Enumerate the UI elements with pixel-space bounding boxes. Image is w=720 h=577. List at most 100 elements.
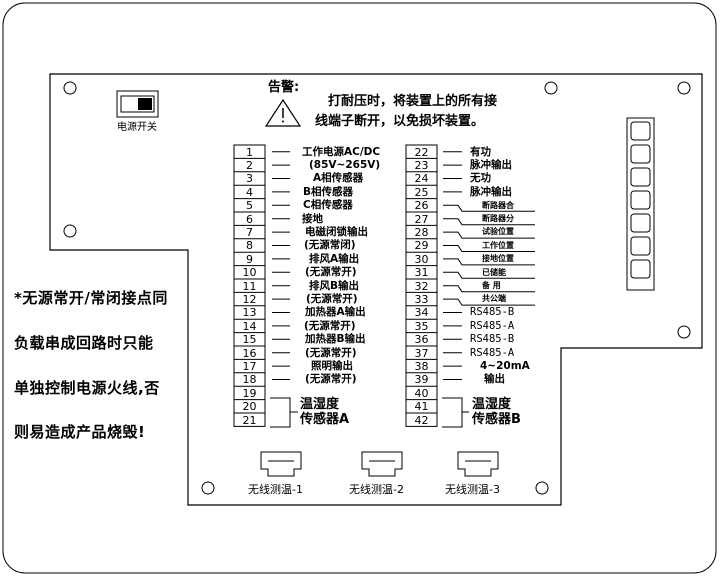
terminal-label: (无源常开) (305, 346, 357, 359)
terminal-label: 试验位置 (482, 227, 514, 237)
wireless-connector-icon (260, 451, 302, 477)
terminal-number: 9 (246, 252, 253, 266)
terminal-number: 19 (242, 386, 257, 400)
right-terminal-block (405, 144, 438, 427)
terminal-number: 39 (414, 373, 429, 387)
sensor-group-label: 温湿度 (300, 397, 340, 412)
terminal-label: (无源常开) (305, 266, 357, 279)
terminal-number: 25 (414, 185, 429, 199)
sensor-group-label: 传感器A (300, 412, 350, 427)
terminal-number: 32 (414, 279, 429, 293)
terminal-block-frame (233, 144, 266, 427)
mounting-hole (63, 81, 77, 95)
terminal-label: 排风B输出 (309, 279, 360, 292)
terminal-number: 21 (242, 413, 257, 427)
sensor-braces (270, 397, 469, 428)
terminal-number: 18 (242, 373, 257, 387)
terminal-label: 断路器合 (482, 200, 514, 210)
terminal-number: 13 (242, 306, 257, 320)
leader-lines (272, 151, 462, 380)
terminal-number: 23 (414, 158, 429, 172)
side-note-line: 则易造成产品烧毁! (14, 423, 146, 441)
mounting-hole (677, 81, 691, 95)
terminal-number: 12 (242, 292, 257, 306)
power-switch-label: 电源开关 (117, 122, 157, 133)
terminal-label: 已储能 (482, 267, 506, 277)
terminal-label: 脉冲输出 (470, 185, 512, 198)
side-connector (626, 117, 655, 291)
terminal-label: RS485-B (470, 306, 515, 319)
signal-bracket (443, 231, 535, 239)
terminal-number: 8 (246, 239, 253, 253)
terminal-label: RS485-A (470, 346, 515, 359)
signal-bracket (443, 204, 535, 212)
terminal-number: 20 (242, 400, 257, 414)
mounting-hole (535, 481, 549, 495)
terminal-number: 22 (414, 145, 429, 159)
signal-bracket (443, 285, 535, 293)
terminal-number: 38 (414, 359, 429, 373)
warning-line-1: 打耐压时，将装置上的所有接 (328, 94, 498, 109)
terminal-number: 6 (246, 212, 253, 226)
warning-triangle-icon (264, 98, 302, 127)
wireless-label: 无线测温-1 (248, 483, 303, 496)
side-note-line: *无源常开/常闭接点同 (14, 289, 168, 307)
sensor-group-label: 温湿度 (472, 397, 512, 412)
terminal-label: 输出 (484, 373, 505, 386)
terminal-number: 35 (414, 319, 429, 333)
terminal-number: 4 (246, 185, 253, 199)
terminal-number: 10 (242, 266, 257, 280)
terminal-number: 26 (414, 199, 429, 213)
terminal-number: 15 (242, 333, 257, 347)
mounting-hole (63, 224, 77, 238)
terminal-number: 24 (414, 172, 429, 186)
wireless-label: 无线测温-2 (349, 483, 404, 496)
wireless-connector-icon (361, 451, 403, 477)
terminal-number: 29 (414, 239, 429, 253)
terminal-label: (无源常开) (304, 319, 356, 332)
signal-bracket (443, 298, 535, 306)
terminal-block-frame (405, 144, 438, 427)
terminal-label: 有功 (470, 145, 491, 158)
power-switch-icon (116, 90, 159, 118)
left-terminal-block (233, 144, 266, 427)
terminal-label: (无源常闭) (304, 239, 356, 252)
terminal-number: 7 (246, 225, 253, 239)
terminal-label: 工作电源AC/DC (302, 145, 381, 158)
terminal-label: (85V~265V) (309, 158, 381, 171)
terminal-number: 3 (246, 172, 253, 186)
terminal-label: (无源常开) (306, 292, 358, 305)
terminal-number: 28 (414, 225, 429, 239)
terminal-number: 14 (242, 319, 257, 333)
signal-bracket (443, 245, 535, 252)
terminal-label: 备 用 (482, 281, 501, 290)
terminal-number: 16 (242, 346, 257, 360)
terminal-label: 脉冲输出 (470, 158, 512, 171)
terminal-number: 1 (246, 145, 253, 159)
wireless-connectors (260, 451, 499, 477)
terminal-label: 工作位置 (482, 240, 514, 250)
terminal-number: 41 (414, 400, 429, 414)
wireless-connector-icon (457, 451, 499, 477)
warning-title: 告警: (268, 80, 300, 95)
terminal-number: 36 (414, 333, 429, 347)
terminal-number: 2 (246, 158, 253, 172)
terminal-label: 照明输出 (311, 359, 353, 372)
mounting-holes (63, 81, 691, 495)
terminal-label: B相传感器 (303, 185, 354, 198)
terminal-number: 17 (242, 359, 257, 373)
terminal-label: 断路器分 (482, 214, 514, 223)
terminal-label: 4~20mA (480, 359, 530, 372)
terminal-label: 电磁闭锁输出 (305, 225, 368, 238)
mounting-hole (201, 481, 215, 495)
terminal-label: 接地位置 (482, 254, 514, 264)
sensor-group-label: 传感器B (472, 412, 521, 427)
terminal-number: 37 (414, 346, 429, 360)
terminal-number: 42 (414, 413, 429, 427)
signal-bracket (443, 258, 535, 266)
warning-line-2: 线端子断开，以免损坏装置。 (315, 114, 485, 129)
mounting-hole (544, 81, 558, 95)
terminal-label: 无功 (470, 172, 491, 185)
terminal-label: RS485-A (470, 319, 515, 332)
